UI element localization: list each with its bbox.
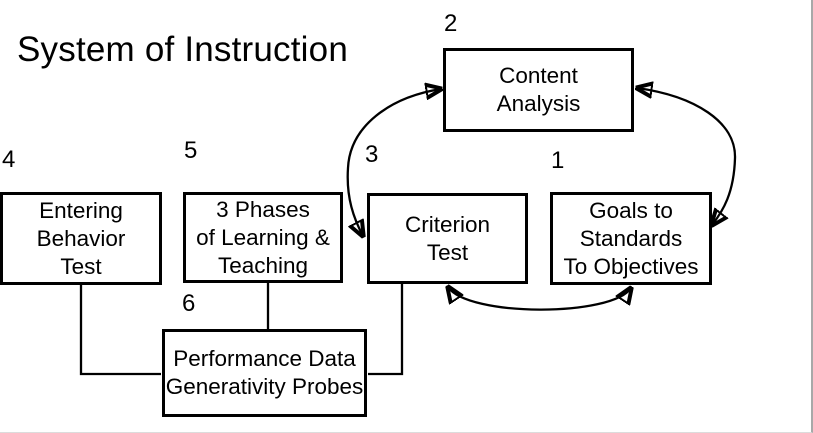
node-label-line: Teaching (217, 252, 309, 278)
node-box-three-phases: 3 Phases of Learning & Teaching (183, 192, 343, 283)
node-label-line: Performance Data (173, 346, 356, 371)
node-box-performance-data: Performance Data Generativity Probes (162, 329, 367, 417)
line-entering-to-performance (79, 284, 161, 376)
node-label-line: Generativity Probes (165, 374, 364, 399)
node-box-content-analysis: Content Analysis (443, 48, 634, 132)
node-label-line: Test (426, 239, 469, 265)
line-criterion-to-performance (368, 283, 404, 376)
node-label-line: Goals to (589, 197, 673, 223)
node-label-line: Content (499, 63, 578, 88)
node-number-goals: 1 (551, 147, 565, 174)
node-label-line: Behavior (36, 225, 126, 251)
node-number-criterion-test: 3 (365, 141, 379, 168)
node-label-line: Standards (579, 225, 683, 251)
node-label-line: 3 Phases (216, 196, 310, 222)
node-label-line: Test (60, 253, 102, 279)
node-label-line: Criterion (404, 211, 491, 237)
node-number-performance-data: 6 (182, 290, 196, 317)
node-label-line: Entering (39, 197, 123, 223)
arrow-criterion-goals (448, 287, 631, 311)
node-box-criterion-test: Criterion Test (367, 193, 528, 284)
node-number-entering-behavior: 4 (2, 146, 16, 173)
node-box-goals-to-standards: Goals to Standards To Objectives (550, 192, 712, 285)
node-label-line: of Learning & (196, 224, 330, 250)
diagram-title: System of Instruction (17, 30, 348, 69)
arrow-criterion-content (346, 89, 441, 236)
node-number-three-phases: 5 (184, 137, 198, 164)
node-label-line: Analysis (496, 91, 581, 116)
node-label-line: To Objectives (563, 253, 699, 279)
node-number-content-analysis: 2 (444, 10, 458, 37)
node-box-entering-behavior: Entering Behavior Test (0, 192, 162, 285)
arrow-content-goals (637, 88, 737, 225)
